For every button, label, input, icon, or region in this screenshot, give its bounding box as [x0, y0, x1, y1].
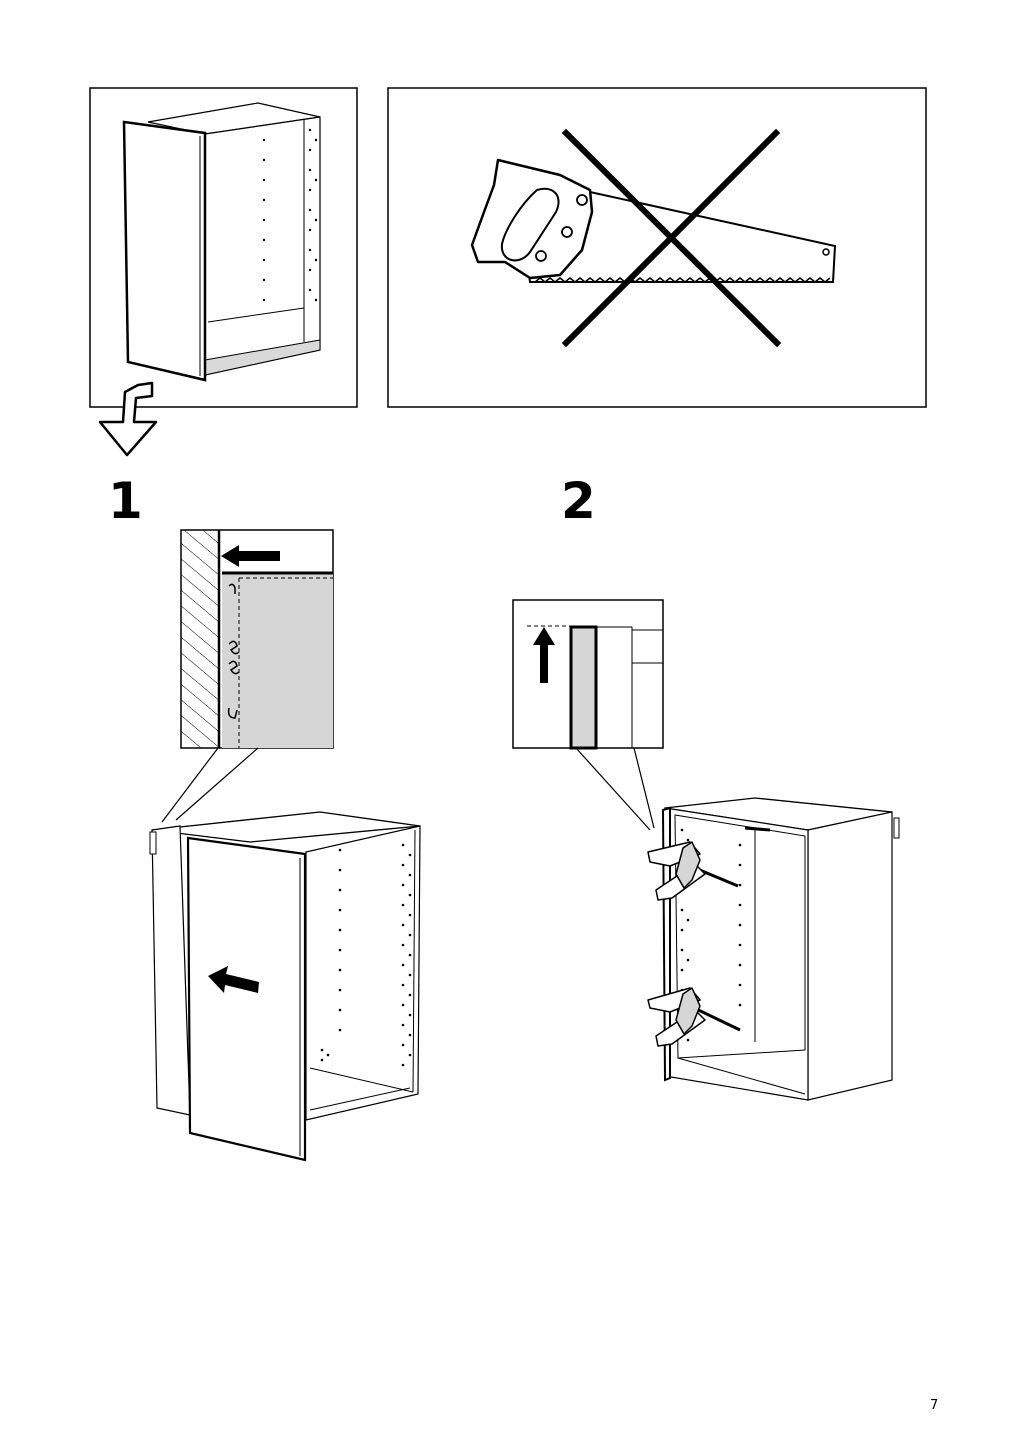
page-number: 7 — [930, 1398, 939, 1413]
step-number-1: 1 — [108, 472, 143, 530]
step-number-2: 2 — [561, 472, 596, 530]
